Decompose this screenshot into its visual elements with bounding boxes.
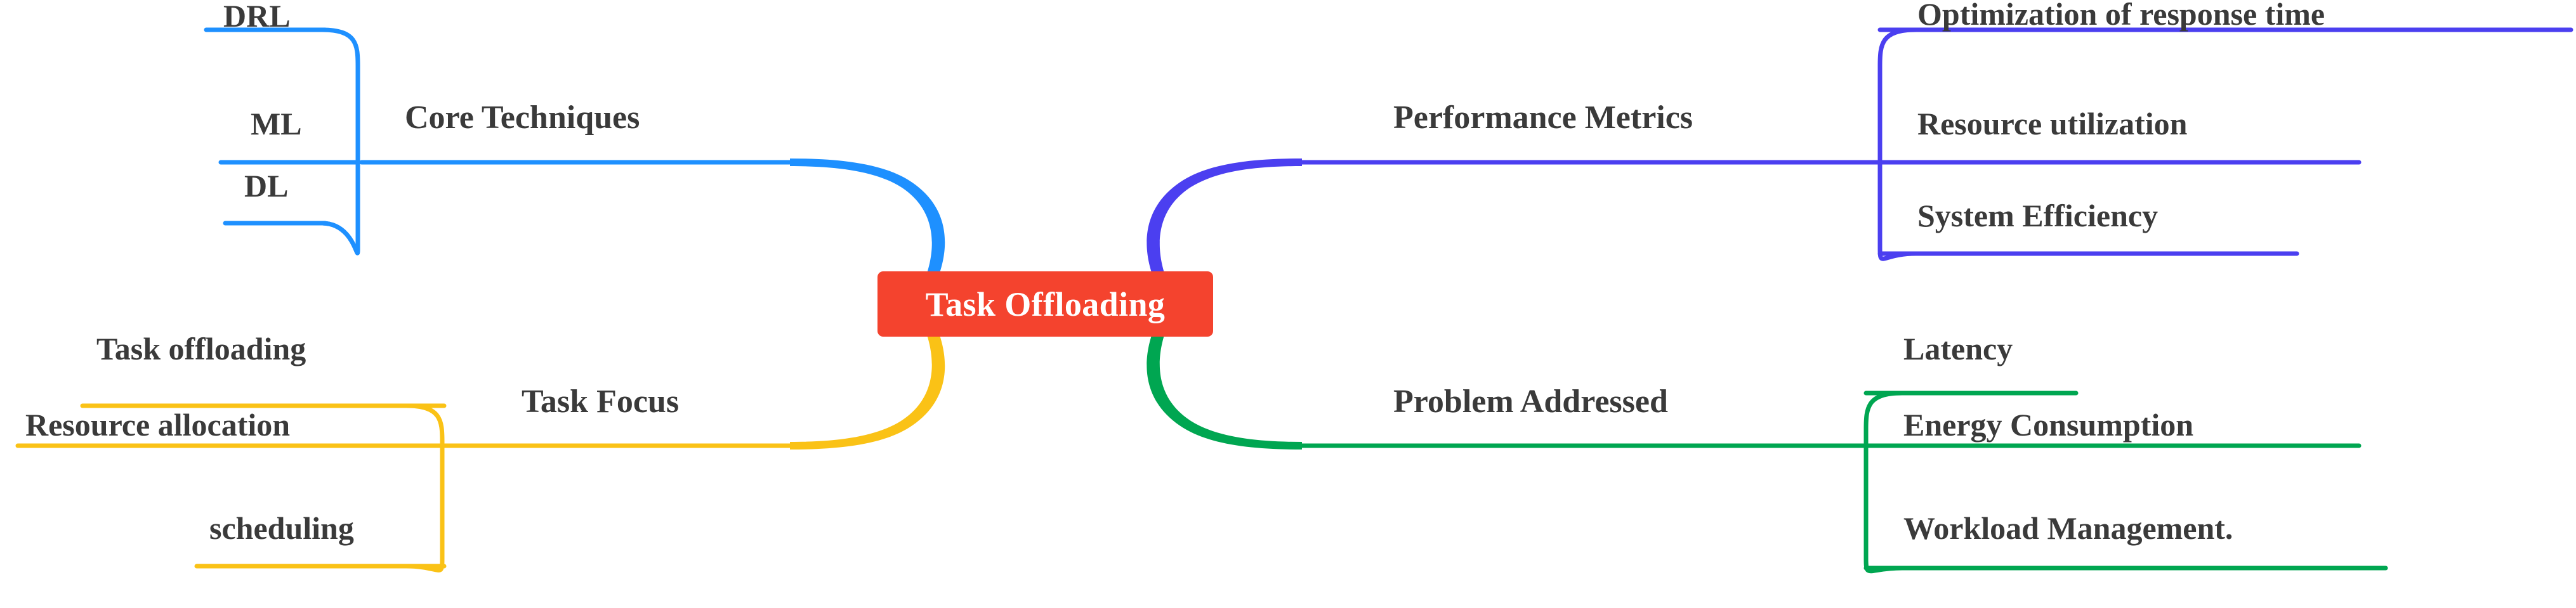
leaf-label-dl[interactable]: DL xyxy=(244,168,289,204)
branch-label-performance-metrics[interactable]: Performance Metrics xyxy=(1393,100,1693,136)
root-node[interactable]: Task Offloading xyxy=(877,271,1213,337)
leaf-label-scheduling[interactable]: scheduling xyxy=(209,510,354,546)
main-branch-core-techniques xyxy=(790,158,945,287)
branch-label-problem-addressed[interactable]: Problem Addressed xyxy=(1393,384,1668,420)
leaf-label-energy-consumption[interactable]: Energy Consumption xyxy=(1903,407,2194,443)
branch-connector-performance-metrics xyxy=(1147,27,2573,287)
leaf-label-task-offloading[interactable]: Task offloading xyxy=(96,331,306,366)
leaf-label-workload-management[interactable]: Workload Management. xyxy=(1903,510,2233,546)
branch-label-core-techniques[interactable]: Core Techniques xyxy=(405,100,640,136)
leaf-label-latency[interactable]: Latency xyxy=(1903,331,2013,366)
spine-core-techniques xyxy=(319,27,360,255)
spine-core-techniques-lower xyxy=(319,160,360,255)
spine-problem-addressed xyxy=(1863,391,1905,574)
branch-label-task-focus[interactable]: Task Focus xyxy=(522,384,680,420)
leaf-label-drl[interactable]: DRL xyxy=(223,0,291,34)
leaf-label-system-efficiency[interactable]: System Efficiency xyxy=(1917,198,2159,233)
main-branch-problem-addressed xyxy=(1147,321,1302,450)
branch-connector-problem-addressed xyxy=(1147,321,2388,574)
leaf-label-optimization-of-response-time[interactable]: Optimization of response time xyxy=(1917,0,2325,32)
branch-connector-task-focus xyxy=(15,321,945,572)
branch-connector-core-techniques xyxy=(204,27,945,287)
leaf-label-resource-utilization[interactable]: Resource utilization xyxy=(1917,106,2188,141)
leaf-label-ml[interactable]: ML xyxy=(251,106,302,141)
spine-task-focus xyxy=(404,403,445,572)
main-branch-task-focus xyxy=(790,321,945,450)
main-branch-performance-metrics xyxy=(1147,158,1302,287)
spine-performance-metrics xyxy=(1877,27,1919,261)
leaf-label-resource-allocation[interactable]: Resource allocation xyxy=(25,407,291,443)
